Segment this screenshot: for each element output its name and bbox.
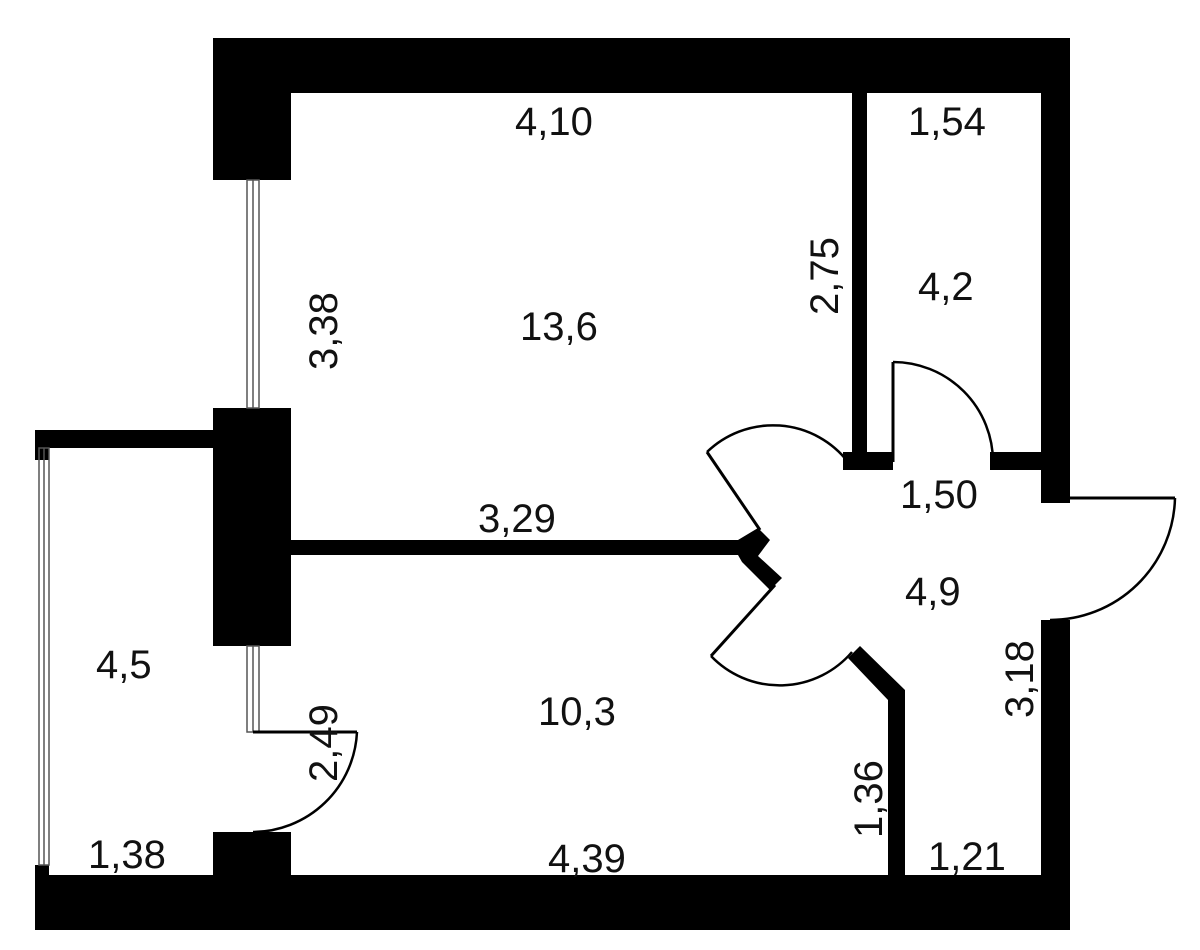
left-wall-middle: [213, 408, 291, 646]
windows: [38, 179, 260, 866]
balcony-area-label: 4,5: [96, 643, 152, 687]
bathroom-bottom-wall-left: [843, 452, 893, 470]
living-depth-label: 3,38: [302, 292, 346, 370]
hall-depth-label: 3,18: [998, 640, 1042, 718]
partition-corner: [738, 528, 782, 590]
walls: [35, 38, 1070, 930]
balcony-door-swing: [252, 731, 359, 834]
nook-width-label: 1,21: [928, 835, 1006, 879]
bath-area-label: 4,2: [918, 265, 974, 309]
balcony-left-post: [35, 430, 49, 460]
kitchen-door-leaf: [709, 583, 777, 658]
kitchen-width-label: 4,39: [548, 837, 626, 881]
doors: [252, 360, 1177, 834]
living-bottom-label: 3,29: [478, 497, 556, 541]
bath-width-label: 1,54: [908, 100, 986, 144]
left-wall-upper: [213, 38, 291, 180]
top-wall: [213, 38, 1070, 93]
bathroom-door-swing: [892, 360, 995, 463]
living-door-swing: [706, 424, 849, 463]
balcony-left-post-bottom: [35, 865, 49, 885]
right-wall-upper: [1041, 38, 1070, 498]
hall-area-label: 4,9: [905, 570, 961, 614]
living-width-label: 4,10: [515, 100, 593, 144]
kitchen-depth-label: 2,49: [302, 704, 346, 782]
bath-depth-label: 2,75: [803, 237, 847, 315]
balcony-width-label: 1,38: [88, 833, 166, 877]
living-kitchen-partition: [291, 540, 746, 555]
kitchen-area-label: 10,3: [538, 690, 616, 734]
kitchen-right-label: 1,36: [847, 760, 891, 838]
hall-width-label: 1,50: [900, 473, 978, 517]
entrance-door-swing: [1049, 497, 1177, 622]
bathroom-left-wall: [852, 93, 867, 453]
living-door-leaf: [705, 451, 762, 531]
living-area-label: 13,6: [520, 305, 598, 349]
balcony-top-wall: [35, 430, 215, 448]
left-wall-lower: [213, 832, 291, 882]
entrance-stub: [1041, 495, 1070, 503]
bottom-wall: [35, 875, 1070, 930]
labels: 4,10 13,6 3,38 3,29 1,54 4,2 2,75 1,50 4…: [88, 100, 1042, 881]
bathroom-bottom-wall-right: [990, 452, 1070, 470]
kitchen-door-swing: [710, 651, 853, 687]
kitchen-diagonal-wall: [848, 646, 905, 880]
